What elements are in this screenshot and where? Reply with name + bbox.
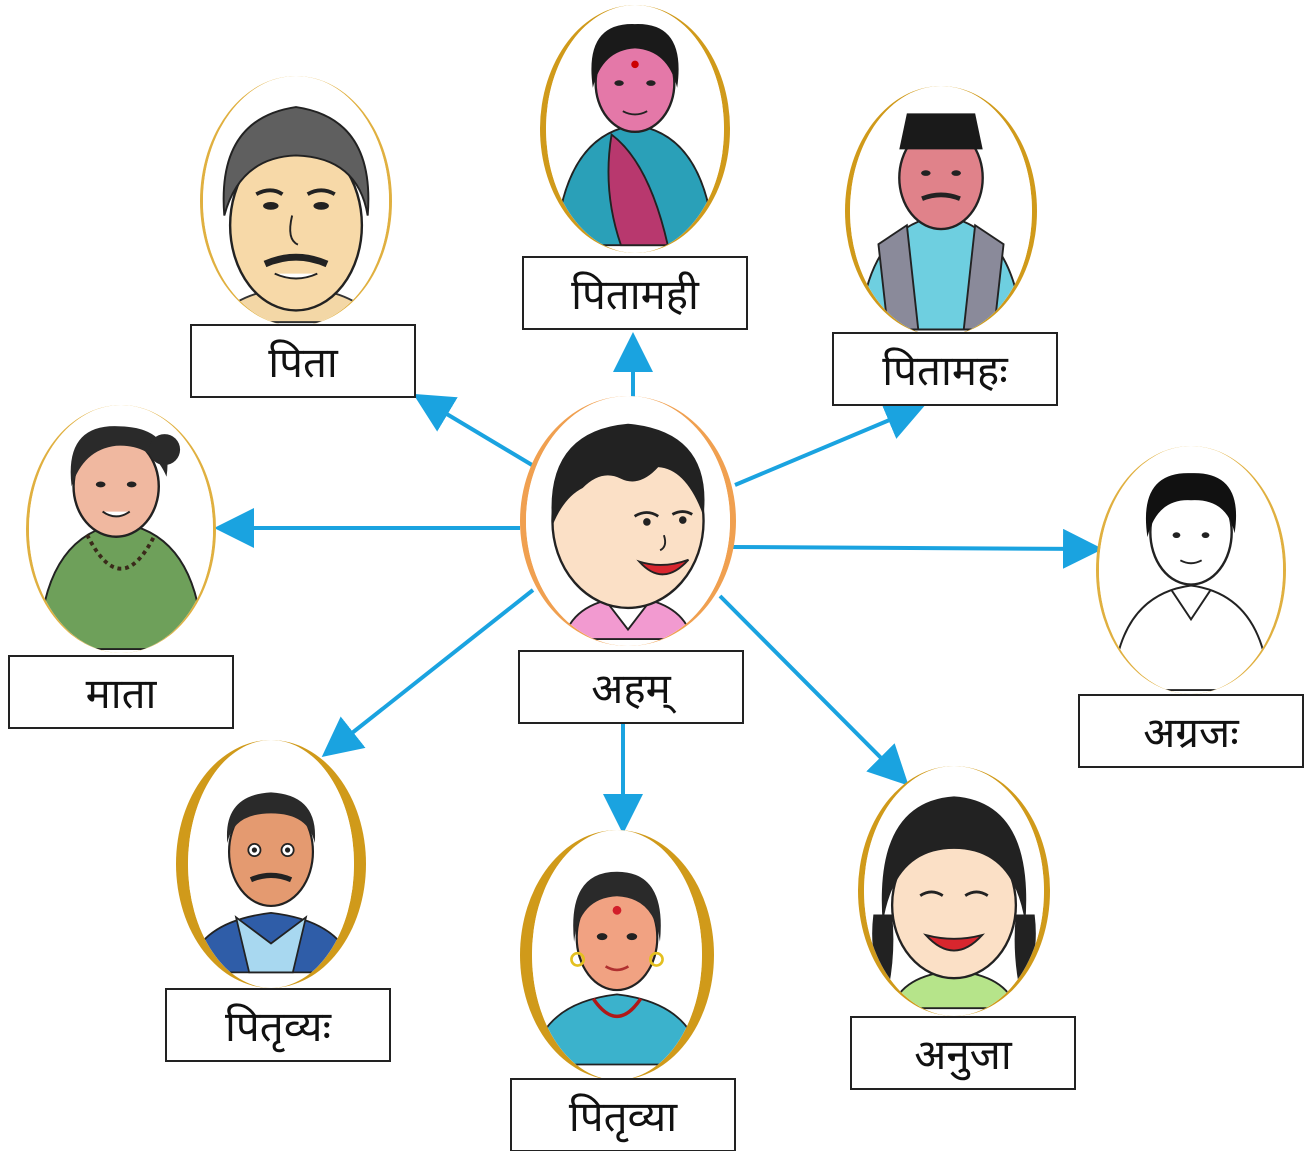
portrait-self — [520, 396, 736, 646]
elder-brother-illustration — [1099, 449, 1283, 692]
portrait-grandfather — [845, 86, 1037, 336]
uncle-illustration — [188, 755, 354, 974]
younger-sister-illustration — [864, 773, 1044, 1010]
self-boy-illustration — [526, 402, 730, 640]
portrait-grandmother — [540, 5, 730, 253]
label-center: अहम् — [518, 650, 744, 724]
aunt-illustration — [532, 845, 702, 1066]
portrait-younger-sister — [858, 766, 1050, 1016]
father-illustration — [203, 79, 389, 324]
label-mata: माता — [8, 655, 234, 729]
label-agraj: अग्रजः — [1078, 694, 1304, 768]
arrow-to-agraj — [732, 528, 1103, 569]
label-pitamah: पितामहः — [832, 332, 1058, 406]
label-pitamahi: पितामही — [522, 256, 748, 330]
portrait-aunt — [520, 830, 714, 1080]
portrait-father — [200, 76, 392, 326]
arrow-to-pitrvya — [321, 588, 535, 757]
label-pitrvyaa: पितृव्या — [510, 1078, 736, 1151]
label-pita: पिता — [190, 324, 416, 398]
label-pitrvya: पितृव्यः — [165, 988, 391, 1062]
grandmother-illustration — [546, 12, 724, 247]
arrow-to-pitamah — [734, 401, 926, 487]
portrait-uncle — [176, 740, 366, 988]
arrow-to-pita — [413, 393, 534, 467]
mother-illustration — [29, 408, 213, 651]
portrait-elder-brother — [1096, 446, 1286, 694]
portrait-mother — [26, 405, 216, 653]
grandfather-illustration — [850, 92, 1032, 331]
arrow-to-anuja — [718, 594, 909, 786]
label-anuja: अनुजा — [850, 1016, 1076, 1090]
